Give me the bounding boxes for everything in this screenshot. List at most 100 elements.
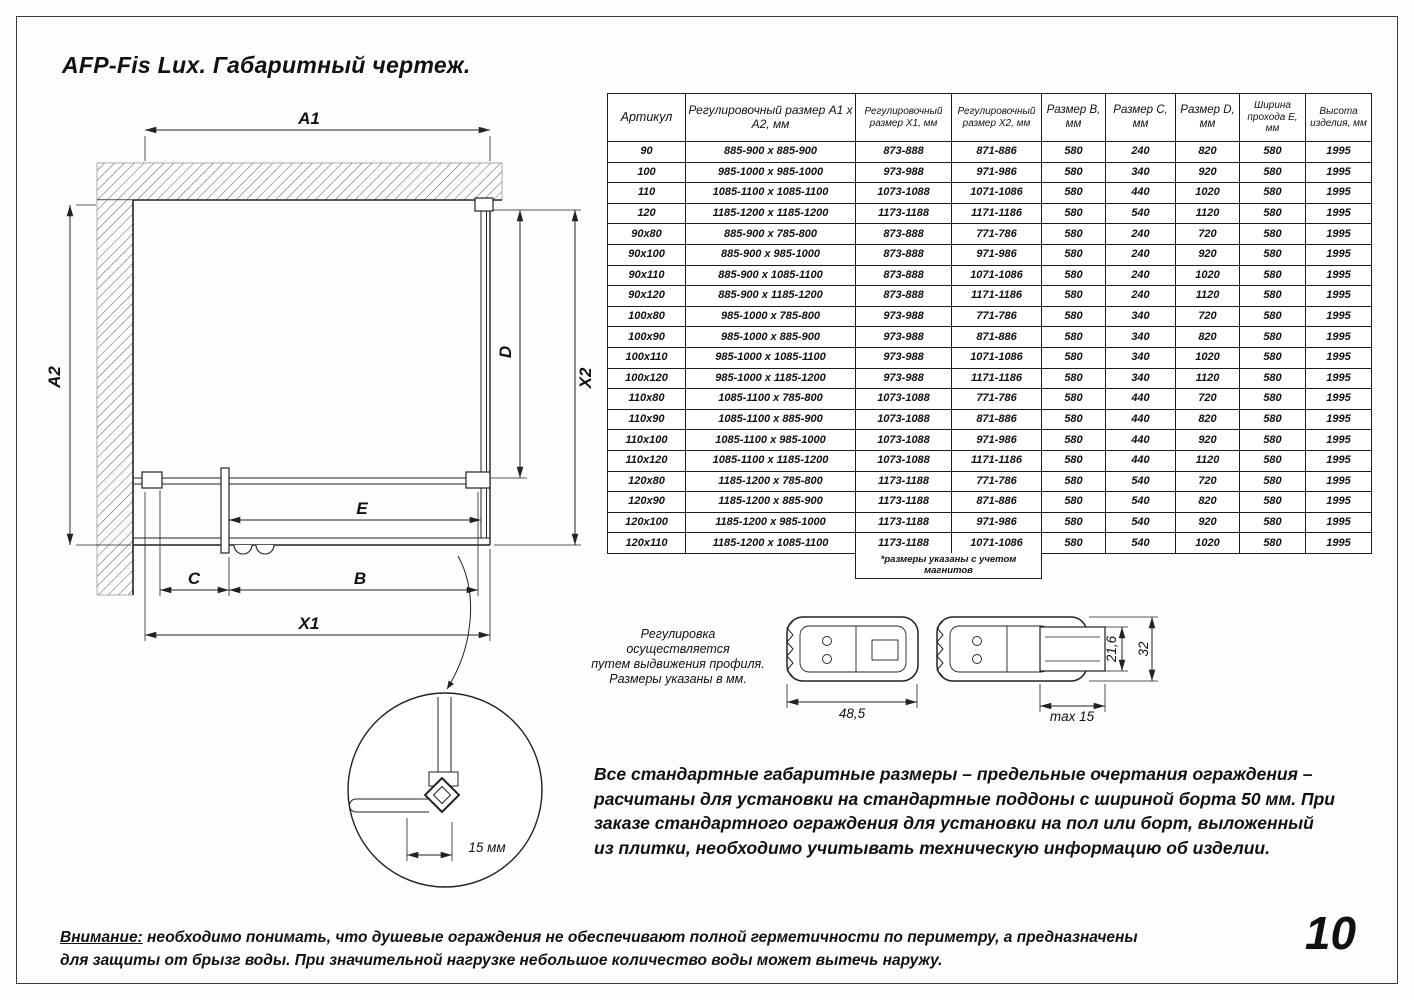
table-cell: 885-900 x 885-900 [685,141,856,163]
table-cell: 580 [1041,141,1106,163]
table-cell: 1995 [1305,346,1372,369]
table-cell: 771-786 [951,305,1042,328]
adjustment-note-line: путем выдвижения профиля. [591,657,765,671]
table-cell: 1020 [1175,264,1240,287]
table-cell: 120 [607,202,686,225]
table-footnote: *размеры указаны с учетом магнитов [855,553,1042,579]
table-cell: 871-886 [951,408,1042,431]
column-header: Размер D, мм [1175,93,1240,142]
page-title: AFP-Fis Lux. Габаритный чертеж. [62,52,471,78]
table-cell: 1120 [1175,367,1240,390]
table-cell: 1173-1188 [855,532,952,554]
table-cell: 90x120 [607,285,686,307]
table-cell: 1085-1100 x 985-1000 [685,429,856,451]
table-cell: 1085-1100 x 1185-1200 [685,449,856,472]
table-cell: 1185-1200 x 1085-1100 [685,532,856,554]
table-cell: 1071-1086 [951,264,1042,287]
table-cell: 1120 [1175,202,1240,225]
table-cell: 1173-1188 [855,491,952,513]
table-cell: 771-786 [951,223,1042,245]
table-cell: 580 [1239,223,1306,245]
table-cell: 885-900 x 985-1000 [685,243,856,266]
table-cell: 580 [1239,202,1306,225]
dim-label-a2: A2 [45,366,64,389]
table-cell: 971-986 [951,243,1042,266]
table-cell: 885-900 x 785-800 [685,223,856,245]
table-cell: 985-1000 x 1085-1100 [685,346,856,369]
dimension-d [491,210,527,479]
table-cell: 1071-1086 [951,182,1042,204]
column-header: Ширина прохода Е, мм [1239,93,1306,142]
table-cell: 110x100 [607,429,686,451]
table-cell: 90x100 [607,243,686,266]
table-cell: 340 [1105,326,1176,348]
table-cell: 340 [1105,346,1176,369]
dim-label-c: C [188,569,201,588]
table-cell: 1085-1100 x 1085-1100 [685,182,856,204]
table-cell: 873-888 [855,264,952,287]
table-cell: 973-988 [855,161,952,184]
page-border [16,16,1398,984]
table-cell: 580 [1239,326,1306,348]
table-cell: 1185-1200 x 985-1000 [685,511,856,534]
dim-label-x2: X2 [576,367,595,389]
table-cell: 1073-1088 [855,449,952,472]
sliding-profile-extension [1039,626,1106,672]
table-cell: 1120 [1175,449,1240,472]
info-paragraph: Все стандартные габаритные размеры – пре… [594,762,1364,860]
table-cell: 920 [1175,429,1240,451]
table-cell: 120x110 [607,532,686,554]
warning-note: Внимание: необходимо понимать, что душев… [60,926,1260,972]
table-cell: 1995 [1305,388,1372,410]
column-header: Размер С, мм [1105,93,1176,142]
table-cell: 540 [1105,470,1176,493]
table-cell: 1173-1188 [855,202,952,225]
table-cell: 1071-1086 [951,532,1042,554]
table-cell: 580 [1239,388,1306,410]
info-line: Все стандартные габаритные размеры – пре… [594,764,1313,784]
table-cell: 580 [1041,367,1106,390]
table-cell: 110x90 [607,408,686,431]
adjustment-note: Регулировка осуществляется путем выдвиже… [588,627,768,687]
table-cell: 90x80 [607,223,686,245]
table-cell: 1171-1186 [951,202,1042,225]
table-cell: 985-1000 x 785-800 [685,305,856,328]
table-cell: 920 [1175,511,1240,534]
table-cell: 240 [1105,264,1176,287]
table-cell: 240 [1105,285,1176,307]
left-wall-profile [141,471,163,489]
table-cell: 1171-1186 [951,367,1042,390]
table-cell: 1171-1186 [951,285,1042,307]
table-cell: 100x80 [607,305,686,328]
table-cell: 1995 [1305,182,1372,204]
table-cell: 1995 [1305,491,1372,513]
table-cell: 580 [1041,408,1106,431]
table-cell: 1073-1088 [855,408,952,431]
warning-label: Внимание: [60,929,143,946]
table-cell: 240 [1105,243,1176,266]
table-cell: 1995 [1305,202,1372,225]
detail-dim-label: 15 мм [468,840,505,855]
dimension-x2 [493,209,581,546]
table-cell: 920 [1175,243,1240,266]
table-cell: 580 [1239,449,1306,472]
table-cell: 985-1000 x 985-1000 [685,161,856,184]
table-cell: 580 [1239,408,1306,431]
column-header: Регулировочный размер Х1, мм [855,93,952,142]
magnet-profile [423,776,461,814]
table-cell: 240 [1105,141,1176,163]
table-cell: 973-988 [855,367,952,390]
